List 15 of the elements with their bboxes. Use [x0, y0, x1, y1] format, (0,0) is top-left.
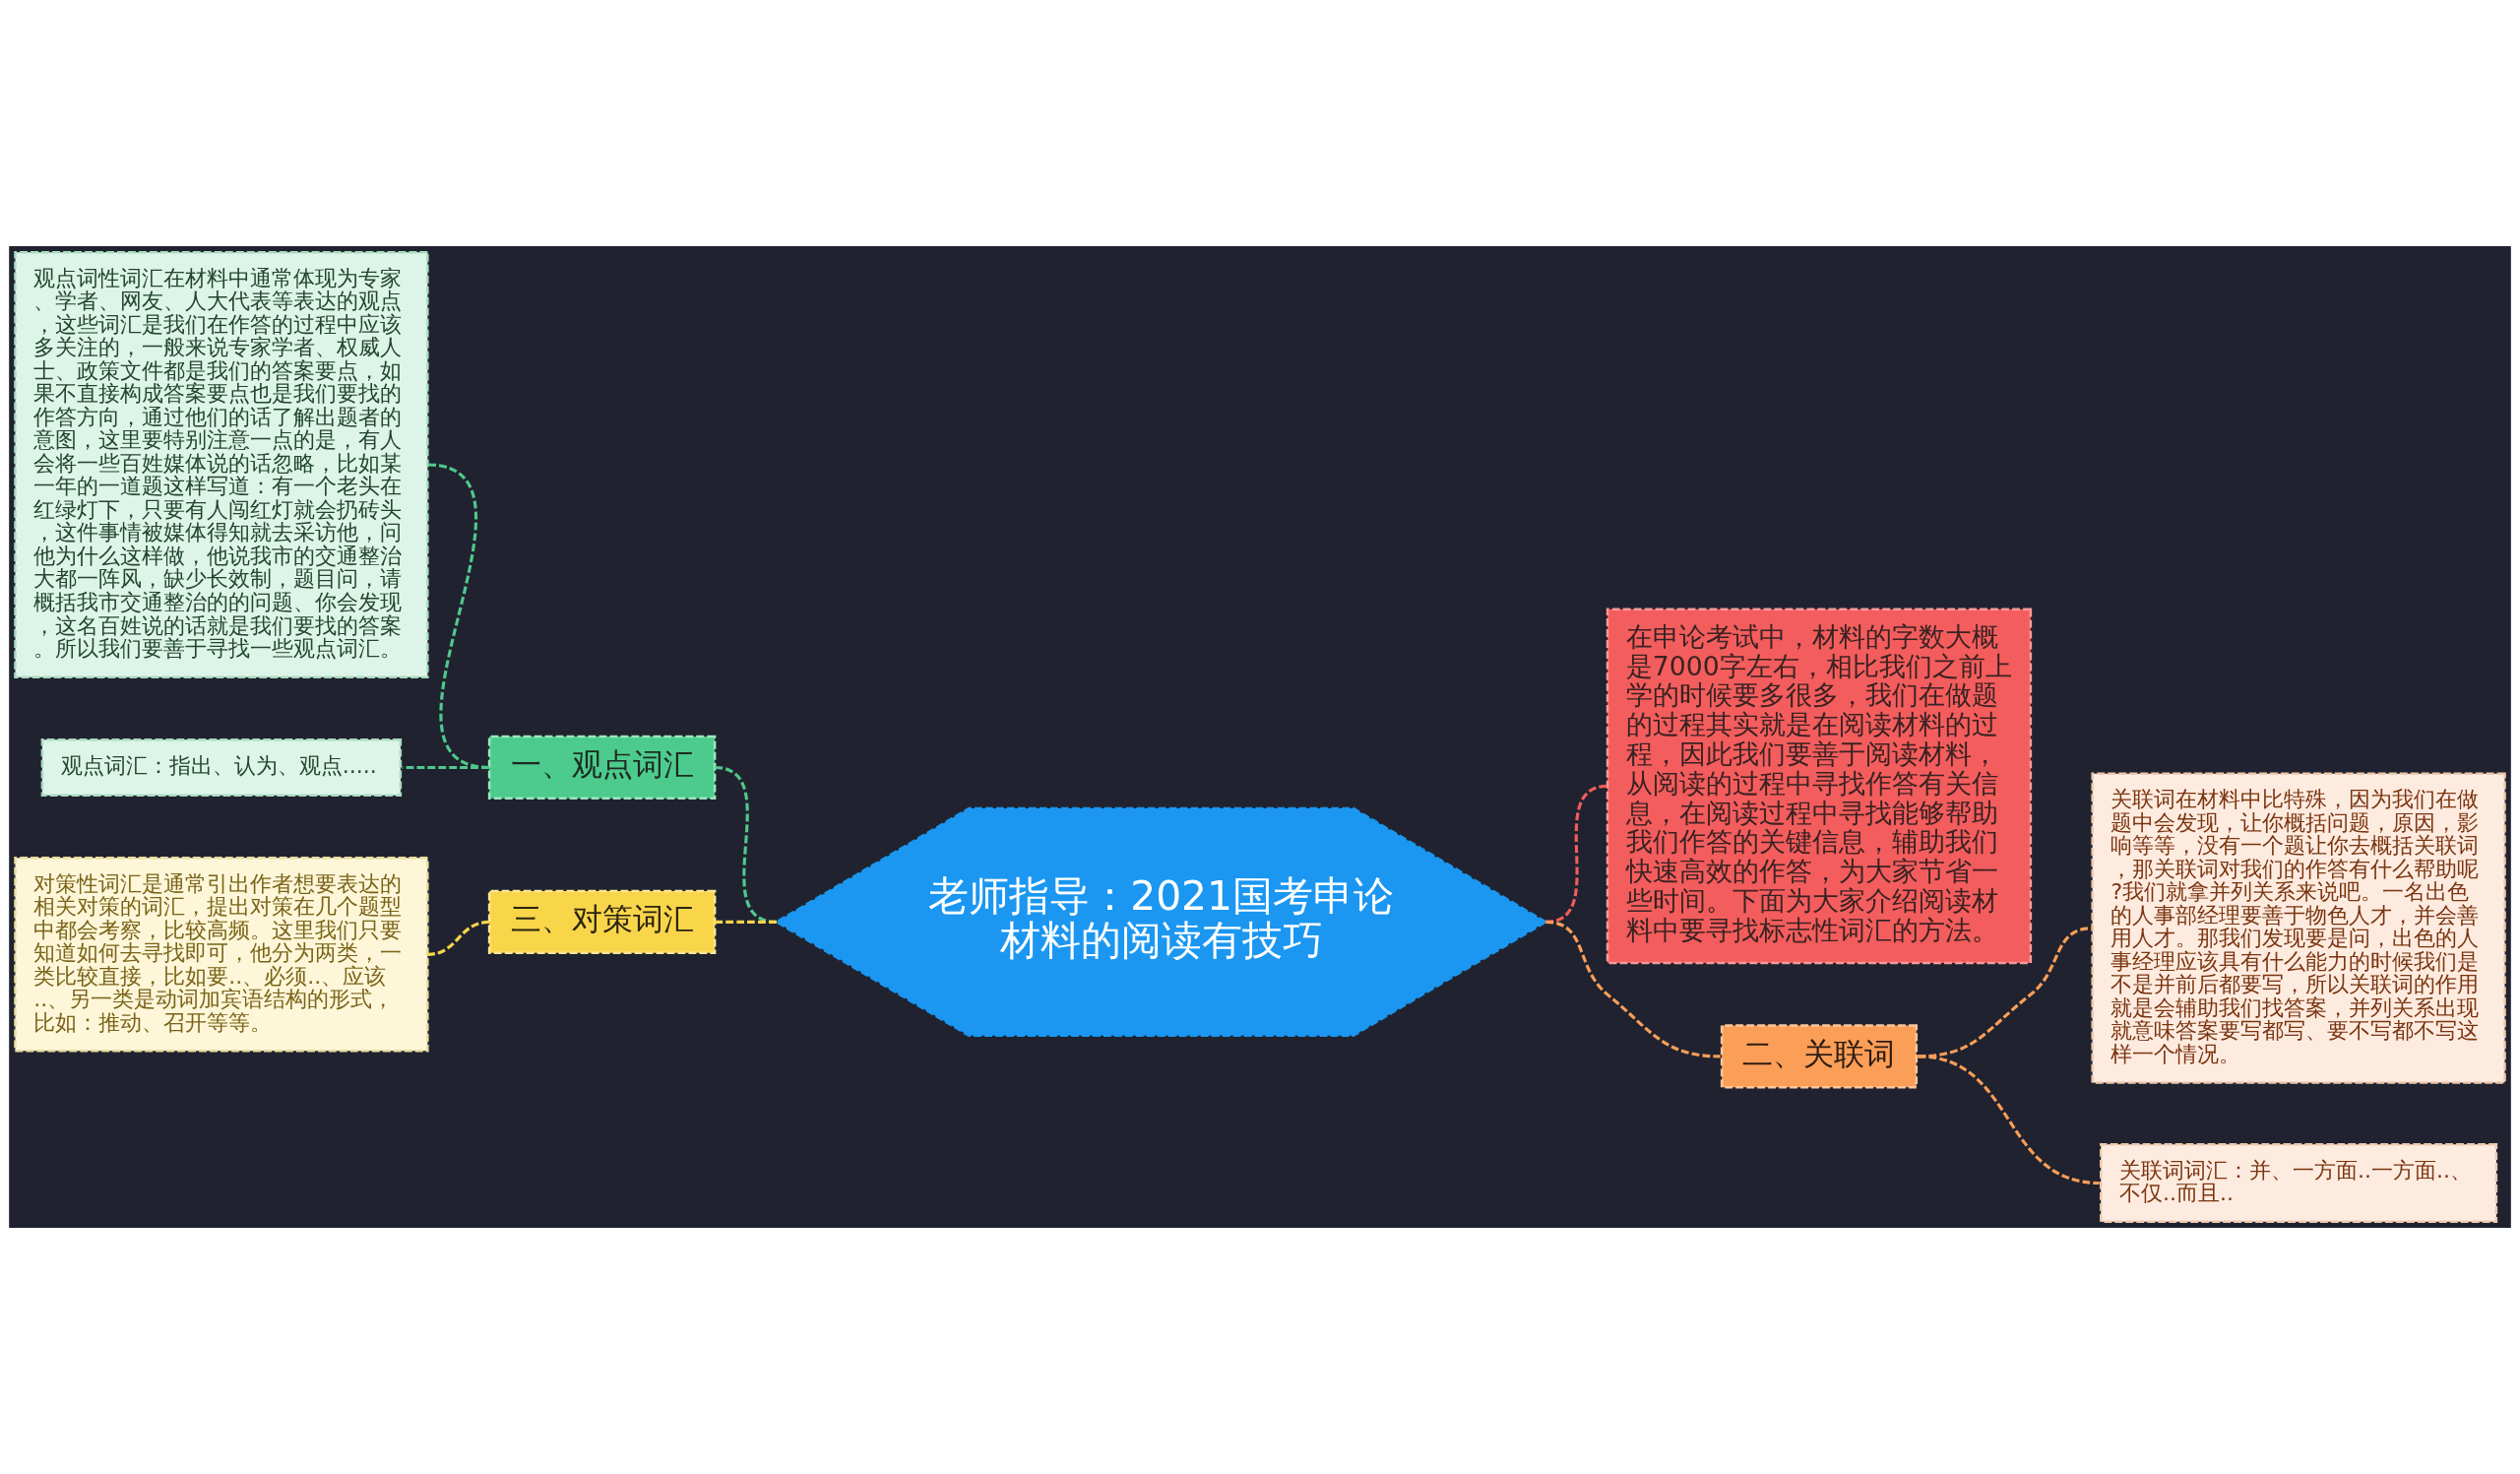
node-box: 观点词汇：指出、认为、观点..... [40, 738, 403, 797]
node-box: 一、观点词汇 [487, 735, 717, 801]
connector [714, 765, 778, 924]
connector [402, 765, 490, 770]
node-box: 关联词在材料中比特殊，因为我们在做题中会发现，让你概括问题，原因，影响等等，没有一个题让你去概括关联词，那关联词对我们的作答有什么帮助呢?我们就拿并列关系来说吧。一名出色的人事部经理要善于物色人才，并会善用人才。那我们发现要是问，出色的人事经理应该具有什么能力的时候我们是不是并前后都要写，所以关联词的作用就是会辅助我们找答案，并列关系出现就意味答案要写都写、要不写都不写这样一个情况。 [2091, 772, 2506, 1084]
connector [1545, 920, 1721, 1058]
node-box: 二、关联词 [1720, 1024, 1919, 1089]
node-box: 观点词性词汇在材料中通常体现为专家、学者、网友、人大代表等表达的观点，这些词汇是我们在作答的过程中应该多关注的，一般来说专家学者、权威人士、政策文件都是我们的答案要点，如果不直接构成答案要点也是我们要找的作答方向，通过他们的话了解出题者的意图，这里要特别注意一点的是，有人会将一些百姓媒体说的话忽略，比如某一年的一道题这样写道：有一个老头在红绿灯下，只要有人闯红灯就会扔砖头，这件事情被媒体得知就去采访他，问他为什么这样做，他说我市的交通整治大都一阵风，缺少长效制，题目问，请概括我市交通整治的的问题、你会发现，这名百姓说的话就是我们要找的答案。所以我们要善于寻找一些观点词汇。 [14, 251, 429, 678]
connector [427, 920, 490, 956]
node-box: 三、对策词汇 [487, 889, 717, 954]
node-box: 在申论考试中，材料的字数大概是7000字左右，相比我们之前上学的时候要多很多，我们在做题的过程其实就是在阅读材料的过程，因此我们要善于阅读材料，从阅读的过程中寻找作答有关信息，在阅读过程中寻找能够帮助我们作答的关键信息，辅助我们快速高效的作答，为大家节省一些时间。下面为大家介绍阅读材料中要寻找标志性词汇的方法。 [1606, 608, 2033, 965]
node-box: 关联词词汇：并、一方面..一方面..、不仅..而且.. [2100, 1143, 2498, 1223]
connector [1918, 1055, 2100, 1186]
connector [715, 920, 777, 924]
node-box: 对策性词汇是通常引出作者想要表达的相关对策的词汇，提出对策在几个题型中都会考察，比较高频。这里我们只要知道如何去寻找即可，他分为两类，一类比较直接，比如要..、必须..、应该..、另一类是动词加宾语结构的形式，比如：推动、召开等等。 [14, 857, 429, 1053]
